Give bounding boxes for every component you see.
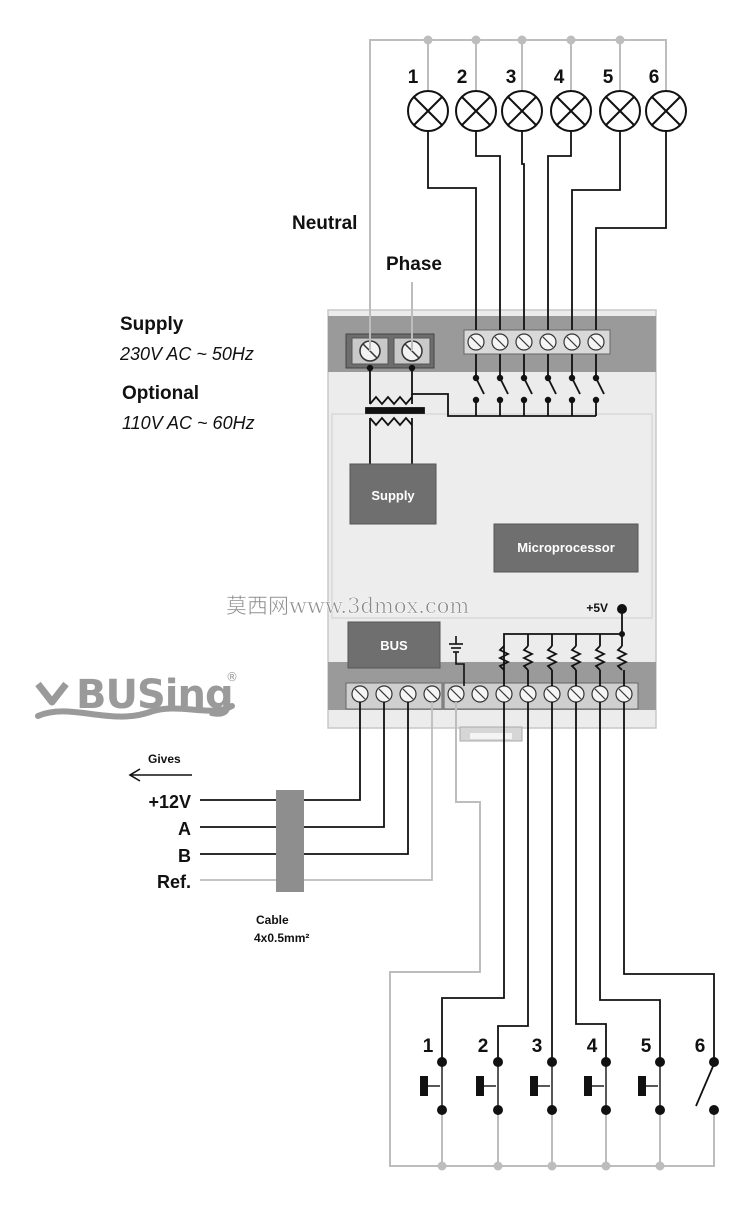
lamp-label-3: 3 — [506, 67, 517, 88]
lamp-label-5: 5 — [603, 67, 614, 88]
pushbutton-4 — [584, 1057, 611, 1115]
pushbutton-1 — [420, 1057, 447, 1115]
lamp-5-symbol — [599, 90, 641, 132]
lamp-label-1: 1 — [408, 67, 419, 88]
relay-contact-dots — [366, 364, 600, 404]
switch-label-5: 5 — [641, 1036, 652, 1057]
ref-label: Ref. — [157, 872, 191, 892]
microprocessor-block — [493, 523, 639, 573]
optional-title: Optional — [122, 383, 199, 404]
plus5v-label: +5V — [586, 601, 608, 615]
lamp-4-symbol — [550, 90, 592, 132]
supply-block — [349, 463, 437, 525]
busing-logo-text: BUSing — [76, 672, 233, 718]
b-label: B — [178, 846, 191, 866]
neutral-junctions — [423, 35, 625, 45]
lamp-label-2: 2 — [457, 67, 468, 88]
lamp-1-symbol — [407, 90, 449, 132]
optional-spec: 110V AC ~ 60Hz — [122, 413, 255, 433]
mains-terminal-block — [345, 333, 435, 369]
pushbutton-5 — [638, 1057, 665, 1115]
neutral-label: Neutral — [292, 213, 357, 234]
plus5v-node — [617, 604, 627, 614]
switch-6 — [695, 1057, 719, 1115]
registered-mark: ® — [226, 670, 238, 684]
switch-label-6: 6 — [695, 1036, 706, 1057]
pushbutton-2 — [476, 1057, 503, 1115]
switch-label-2: 2 — [478, 1036, 489, 1057]
cable-label: Cable — [256, 913, 289, 927]
supply-block-label: Supply — [371, 488, 415, 503]
output-terminal-block — [463, 329, 611, 355]
phase-label: Phase — [386, 254, 442, 275]
lamp-label-4: 4 — [554, 67, 565, 88]
a-label: A — [178, 819, 191, 839]
input-signal-wires — [441, 702, 715, 1058]
switch-label-3: 3 — [532, 1036, 543, 1057]
pullup-junction — [619, 631, 625, 637]
lamp-2-symbol — [455, 90, 497, 132]
ground-icon — [449, 636, 465, 686]
gives-arrow-icon — [128, 768, 192, 782]
cable-clamp — [276, 790, 304, 892]
pushbutton-3 — [530, 1057, 557, 1115]
bus-block-label: BUS — [380, 638, 408, 653]
switch-label-1: 1 — [423, 1036, 434, 1057]
lamp-6-symbol — [645, 90, 687, 132]
busing-logo: BUSing ® — [35, 670, 238, 720]
watermark: 莫西网www.3dmox.com — [226, 594, 469, 618]
transformer-symbol — [365, 368, 425, 464]
lamp-return-wires — [427, 131, 667, 330]
cable-spec-label: 4x0.5mm² — [254, 931, 309, 945]
common-return-junctions — [437, 1161, 665, 1171]
switch-label-4: 4 — [587, 1036, 598, 1057]
lamp-3-symbol — [501, 90, 543, 132]
supply-spec: 230V AC ~ 50Hz — [119, 344, 254, 364]
input-terminal-block — [443, 682, 639, 710]
gives-label: Gives — [148, 752, 181, 766]
microprocessor-block-label: Microprocessor — [517, 540, 615, 555]
bus-block — [347, 621, 441, 669]
plus12v-label: +12V — [148, 792, 191, 812]
lamp-label-6: 6 — [649, 67, 660, 88]
supply-title: Supply — [120, 314, 184, 335]
